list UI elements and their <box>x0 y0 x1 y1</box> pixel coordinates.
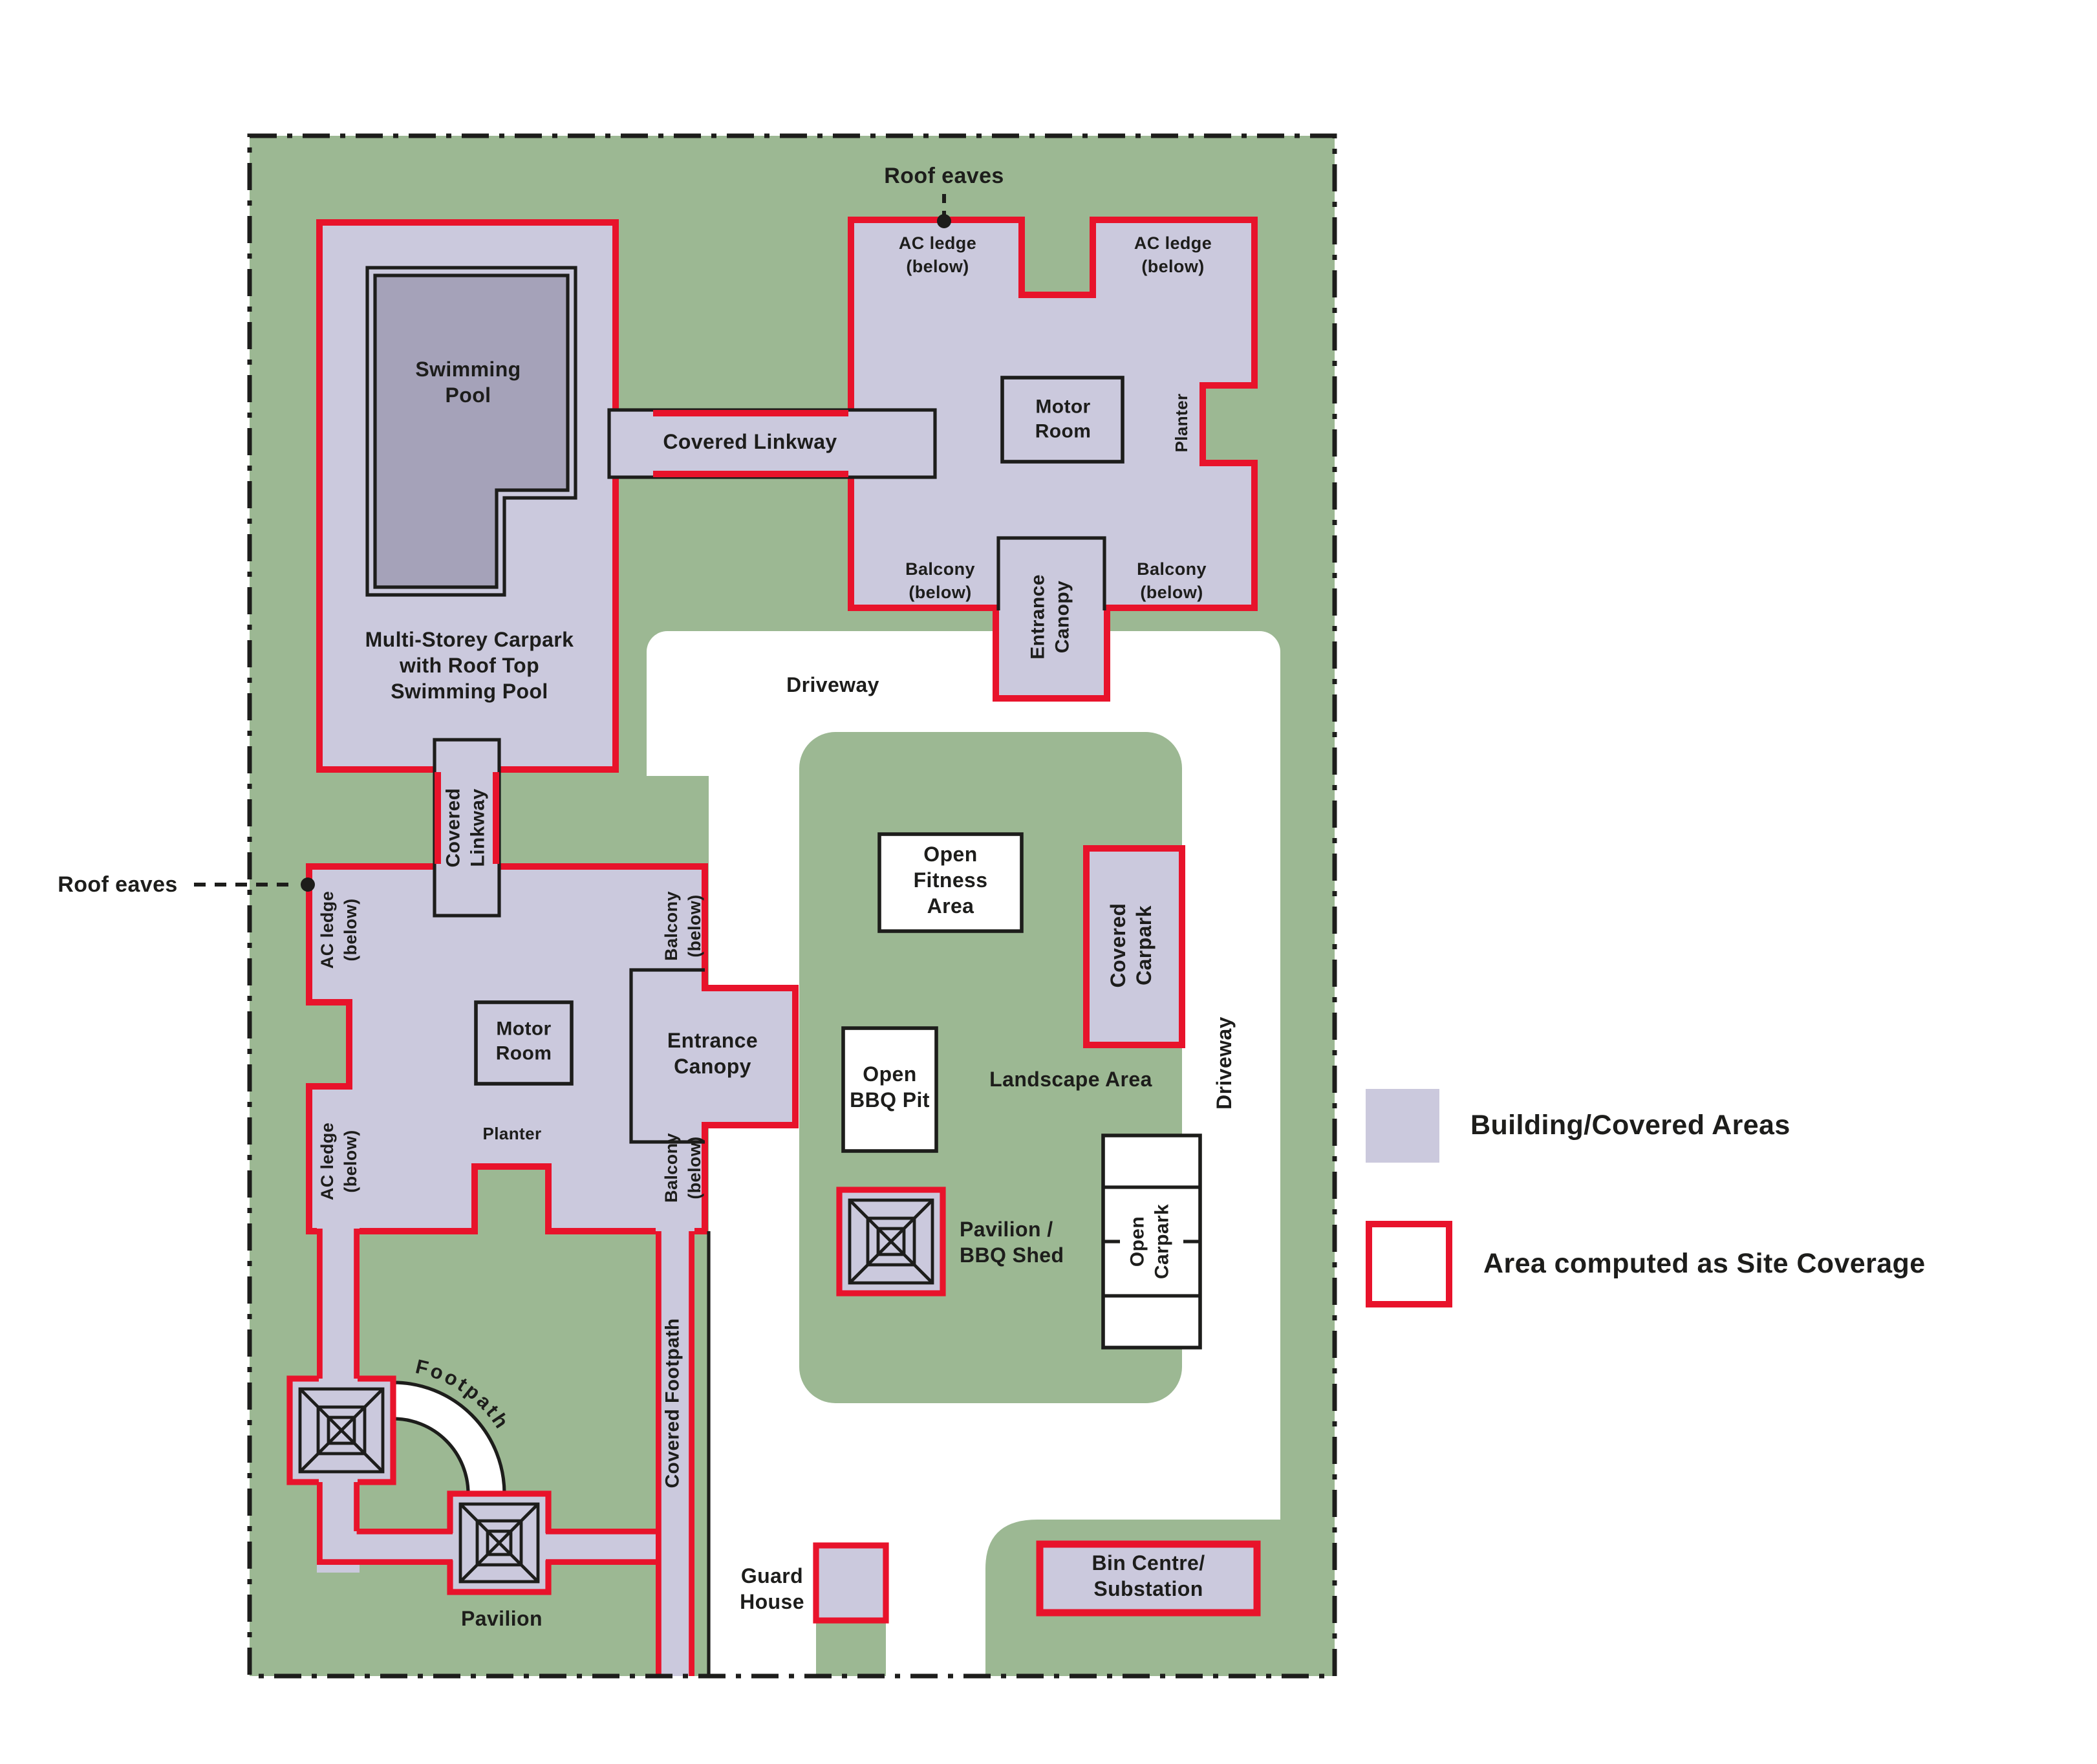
top-motor-room-label: Motor Room <box>1035 396 1092 443</box>
driveway-top-label: Driveway <box>786 675 879 697</box>
legend-building: Building/Covered Areas <box>1366 1089 1791 1163</box>
top-entrance-canopy-label: Entrance Canopy <box>1027 574 1074 660</box>
legend-coverage-label: Area computed as Site Coverage <box>1483 1248 1926 1279</box>
guard-house-label: Guard House <box>740 1566 804 1614</box>
bbq-shed-roof-ring <box>876 1227 906 1256</box>
left-ac-ledge-upper-label: AC ledge (below) <box>317 890 360 969</box>
left-planter-label: Planter <box>482 1123 542 1143</box>
pavilion-bbq-shed-label: Pavilion / BBQ Shed <box>960 1220 1064 1267</box>
covered-carpark-label: Covered Carpark <box>1108 903 1156 988</box>
left-balcony-upper-label: Balcony (below) <box>661 891 704 961</box>
pavilion-bbq-shed <box>836 1187 946 1296</box>
open-fitness-label: Open Fitness Area <box>913 844 988 918</box>
bbq-shed-roof-ring <box>848 1198 934 1285</box>
pavilion-2-roof-ring <box>475 1519 523 1567</box>
top-entrance-canopy-box <box>996 536 1106 610</box>
covered-linkway-v-label: Covered Linkway <box>442 788 489 868</box>
left-entrance-canopy-label: Entrance Canopy <box>667 1031 758 1079</box>
junction-patch <box>542 1533 552 1560</box>
pavilion-1 <box>286 1375 396 1485</box>
left-ac-ledge-lower-label: AC ledge (below) <box>317 1122 360 1201</box>
swimming-pool-label: Swimming Pool <box>415 360 521 407</box>
bin-centre-label: Bin Centre/ Substation <box>1092 1553 1205 1601</box>
landscape-area-label: Landscape Area <box>989 1070 1152 1092</box>
pavilion-label: Pavilion <box>461 1609 543 1631</box>
open-bbq-pit-box <box>841 1026 938 1153</box>
open-carpark <box>1101 1134 1202 1350</box>
carpark-label: Multi-Storey Carpark with Roof Top Swimm… <box>365 630 574 704</box>
legend-building-swatch <box>1366 1089 1439 1163</box>
bin-centre-box <box>1036 1540 1261 1617</box>
walkway-red-edges <box>316 1229 658 1565</box>
pavilion-2-roof-ring <box>458 1502 540 1584</box>
roof-eaves-left-label: Roof eaves <box>58 872 178 897</box>
site-boundary <box>247 133 1337 1679</box>
roof-eaves-left-dot <box>301 877 315 892</box>
left-motor-room-box <box>474 1000 574 1086</box>
walkway-a <box>317 1225 360 1384</box>
left-balcony-lower-label: Balcony (below) <box>661 1133 704 1203</box>
roof-eaves-top-dot <box>937 214 951 228</box>
top-balcony-left-label: Balcony (below) <box>905 559 975 601</box>
open-fitness-area-box <box>877 832 1024 933</box>
open-bbq-label: Open BBQ Pit <box>850 1064 930 1112</box>
swimming-pool-outer <box>365 266 577 597</box>
junction-patch <box>319 1476 358 1487</box>
top-planter-label: Planter <box>1171 393 1191 453</box>
pavilion-1-roof-ring <box>327 1415 356 1445</box>
pavilion-1-diagonal <box>299 1388 384 1473</box>
covered-linkway-h-label: Covered Linkway <box>663 432 837 454</box>
left-building-outline <box>306 863 799 1234</box>
pavilion-2-roof-ring <box>486 1529 513 1556</box>
legend-coverage-swatch <box>1366 1221 1452 1307</box>
covered-footpath-label: Covered Footpath <box>661 1318 684 1489</box>
open-carpark-label: Open Carpark <box>1126 1203 1174 1280</box>
top-motor-room-box <box>1000 376 1124 464</box>
top-balcony-right-label: Balcony (below) <box>1137 559 1207 601</box>
driveway-right-label: Driveway <box>1214 1016 1236 1110</box>
guard-house-box <box>813 1542 889 1624</box>
pavilion-2-diagonal <box>459 1503 539 1583</box>
bbq-shed-diagonal <box>848 1199 934 1284</box>
left-entrance-canopy-box <box>629 968 705 1144</box>
pavilion-2 <box>447 1490 552 1595</box>
left-motor-room-label: Motor Room <box>495 1018 552 1065</box>
ac-ledge-top-left-label: AC ledge (below) <box>898 233 977 275</box>
covered-footpath-corridor <box>656 1225 694 1676</box>
ac-ledge-top-right-label: AC ledge (below) <box>1134 233 1212 275</box>
covered-carpark-box <box>1083 845 1185 1048</box>
top-building-outline <box>848 217 1258 702</box>
pavilion-1-roof-ring <box>316 1405 367 1456</box>
guard-house-strip <box>816 1614 886 1676</box>
legend-coverage: Area computed as Site Coverage <box>1366 1221 1926 1307</box>
roof-eaves-top-label: Roof eaves <box>884 163 1004 188</box>
swimming-pool-inner <box>373 274 570 589</box>
junction-patch <box>319 1374 358 1384</box>
legend-building-label: Building/Covered Areas <box>1470 1110 1791 1141</box>
bbq-shed-roof-ring <box>866 1216 916 1267</box>
pavilion-1-roof-ring <box>298 1387 385 1474</box>
junction-patch <box>446 1533 457 1560</box>
